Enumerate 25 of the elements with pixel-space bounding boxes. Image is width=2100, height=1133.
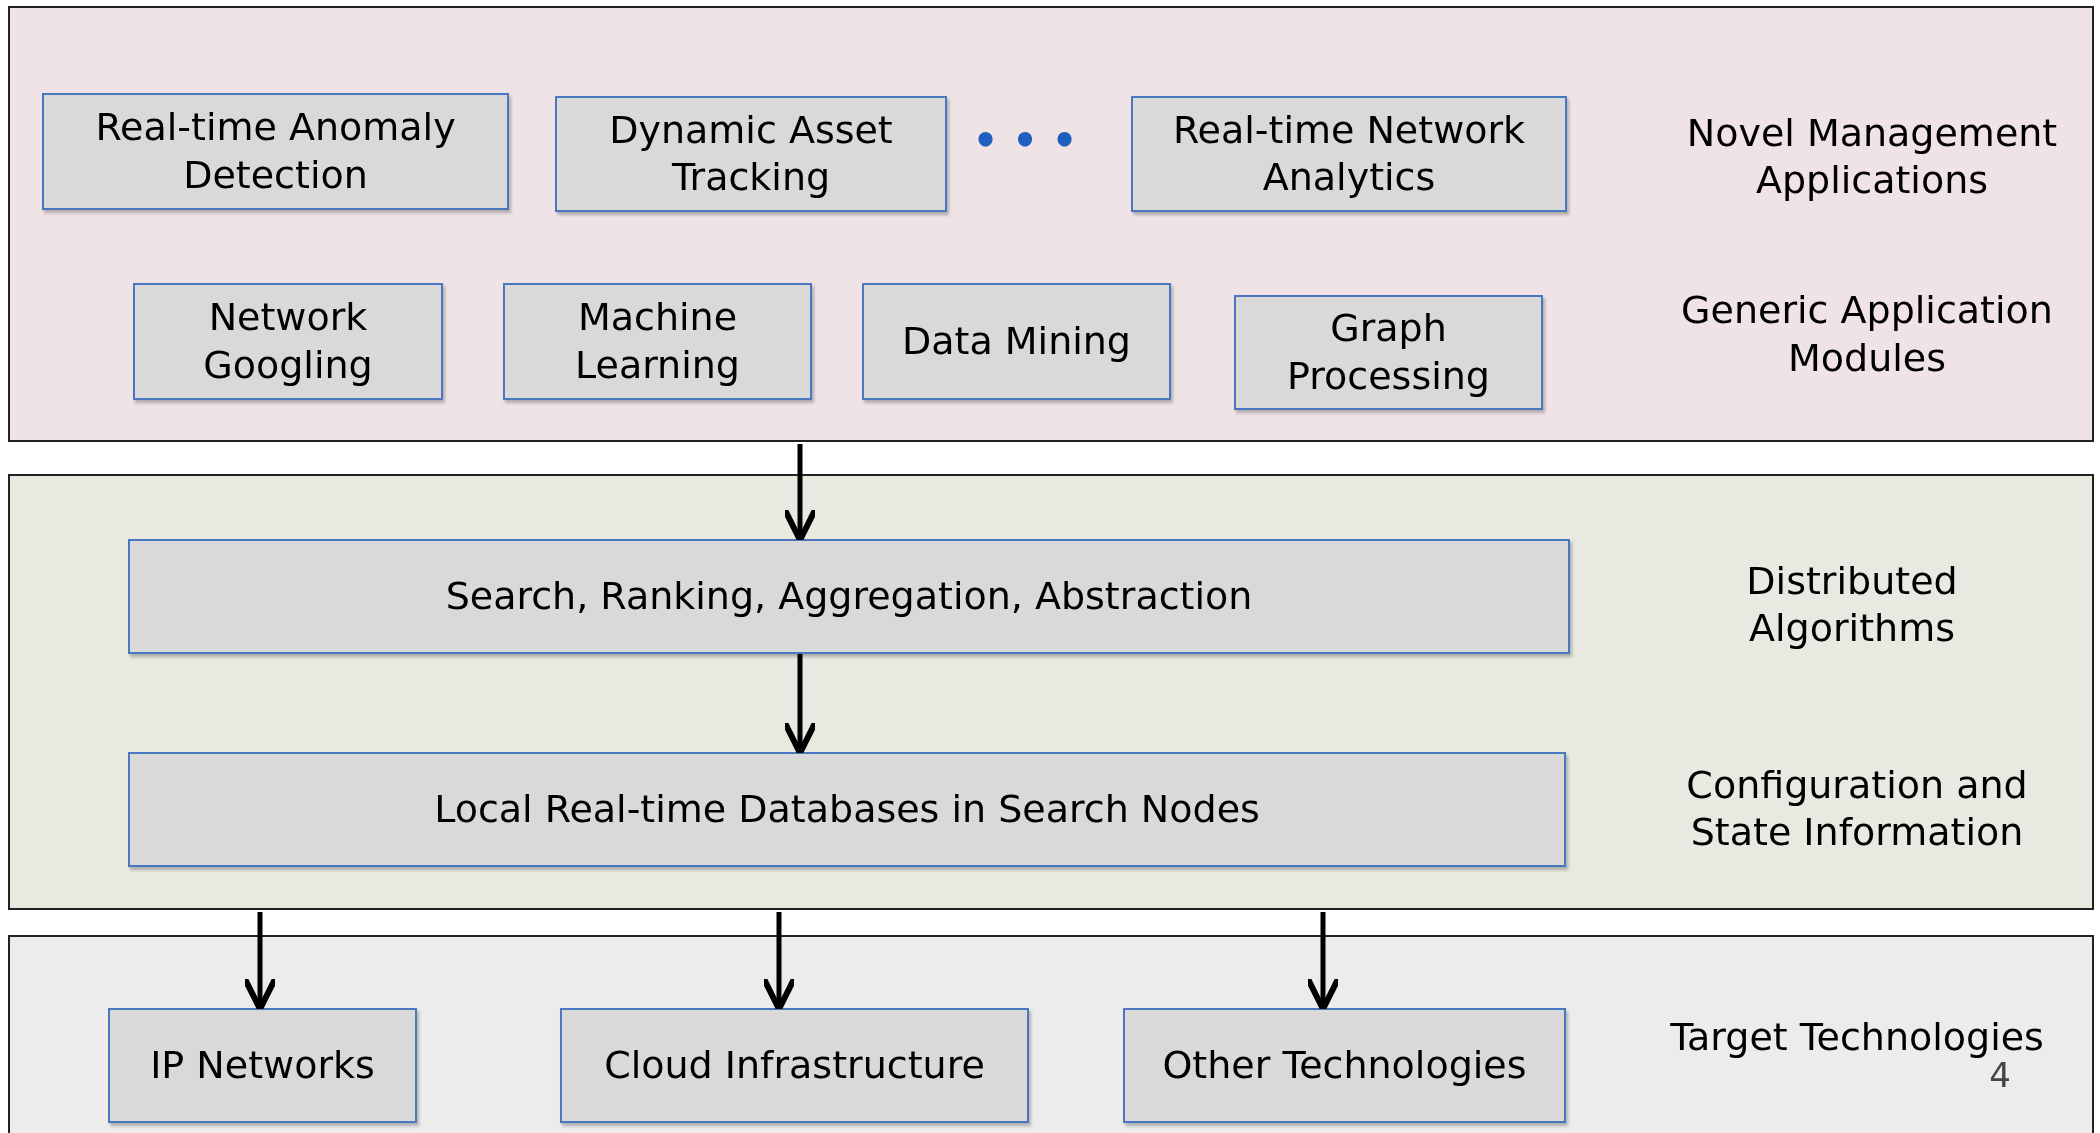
module-box: IP Networks [108,1008,417,1123]
module-box: Graph Processing [1234,295,1543,410]
layer-band [8,6,2094,442]
module-box: Network Googling [133,283,443,400]
module-box: Other Technologies [1123,1008,1566,1123]
layer-label: Distributed Algorithms [1745,557,1959,652]
module-box: Machine Learning [503,283,812,400]
layer-label: Novel Management Applications [1685,109,2059,204]
arrow [1305,912,1341,1012]
module-box: Data Mining [862,283,1171,400]
layer-label: Configuration and State Information [1685,761,2029,856]
module-box: Real-time Anomaly Detection [42,93,509,210]
layer-band [8,935,2094,1133]
arrow [242,912,278,1012]
arrow [782,444,818,543]
module-box: Search, Ranking, Aggregation, Abstraction [128,539,1570,654]
module-box: Dynamic Asset Tracking [555,96,947,212]
ellipsis-dots: • • • [971,116,1079,165]
layer-label: Generic Application Modules [1680,287,2054,382]
arrow [761,912,797,1012]
module-box: Real-time Network Analytics [1131,96,1567,212]
arrow [782,654,818,756]
module-box: Cloud Infrastructure [560,1008,1029,1123]
layer-band [8,474,2094,910]
module-box: Local Real-time Databases in Search Nodes [128,752,1566,867]
